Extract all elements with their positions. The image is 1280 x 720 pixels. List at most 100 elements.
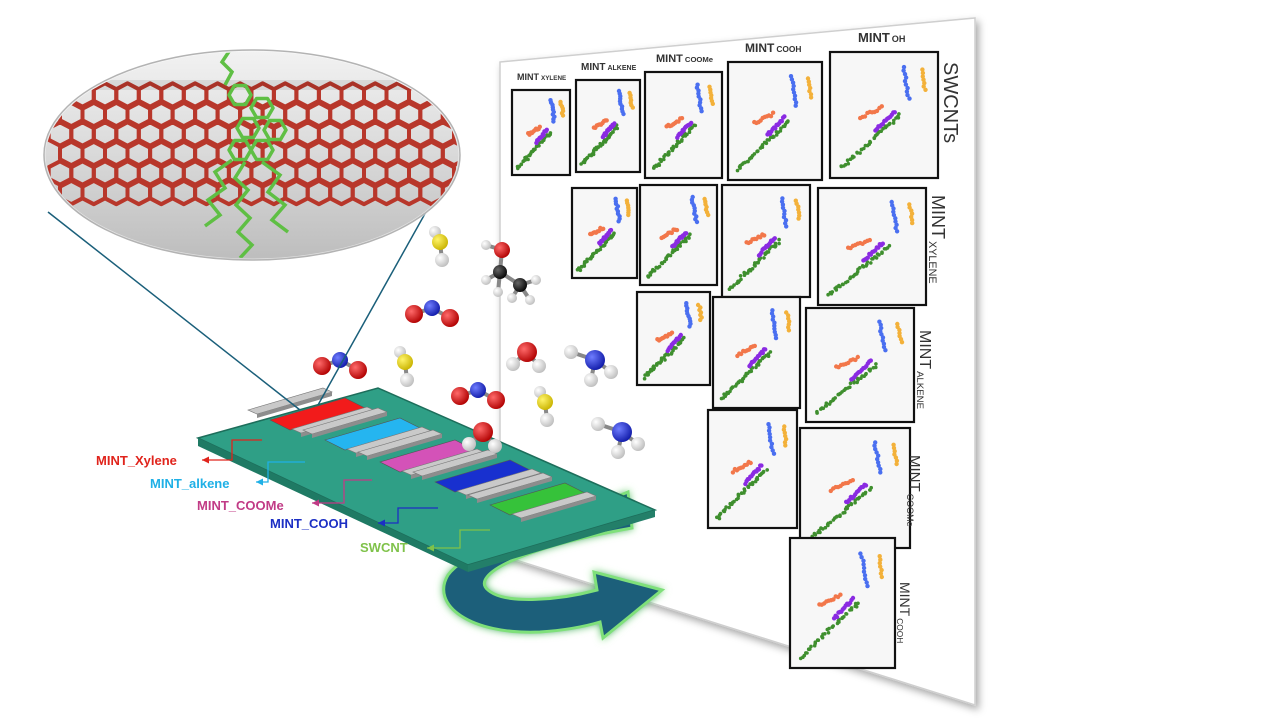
sensor-label: MINT_alkene bbox=[150, 476, 229, 491]
cluster-point-orange bbox=[770, 110, 776, 115]
cluster-point-purple bbox=[868, 358, 873, 363]
cluster-point-green bbox=[830, 290, 835, 294]
leader-arrowhead bbox=[256, 478, 263, 486]
cluster-point-green bbox=[887, 243, 892, 248]
cluster-point-blue bbox=[687, 324, 692, 329]
score-plot-cell bbox=[816, 186, 928, 307]
cluster-point-purple bbox=[756, 467, 762, 472]
cluster-point-green bbox=[768, 350, 773, 354]
cluster-point-blue bbox=[769, 444, 774, 450]
electrode-edge bbox=[367, 434, 442, 460]
cluster-point-orange bbox=[768, 114, 774, 119]
cluster-point-yellow bbox=[894, 461, 899, 467]
cluster-point-green bbox=[823, 525, 828, 530]
atom bbox=[604, 365, 618, 379]
cluster-point-purple bbox=[612, 121, 617, 126]
cluster-point-green bbox=[741, 377, 745, 381]
cluster-point-green bbox=[848, 385, 852, 390]
cluster-point-green bbox=[604, 240, 609, 244]
cluster-point-blue bbox=[893, 225, 898, 231]
cluster-point-green bbox=[746, 159, 750, 164]
cluster-point-green bbox=[843, 162, 848, 167]
cluster-point-blue bbox=[858, 551, 863, 556]
cluster-point-orange bbox=[853, 357, 858, 363]
cluster-point-green bbox=[756, 149, 760, 153]
water-molecule bbox=[462, 422, 502, 453]
cluster-point-green bbox=[724, 505, 728, 509]
sensor-label: MINT_COOH bbox=[270, 516, 348, 531]
cluster-point-blue bbox=[878, 470, 883, 475]
cluster-point-green bbox=[752, 152, 757, 156]
cluster-point-yellow bbox=[891, 442, 896, 447]
cluster-point-yellow bbox=[921, 77, 926, 82]
cluster-point-blue bbox=[872, 443, 877, 448]
atom bbox=[424, 300, 440, 316]
cluster-point-purple bbox=[880, 241, 885, 246]
cluster-point-purple bbox=[772, 236, 777, 241]
cluster-point-yellow bbox=[877, 554, 882, 559]
polymer-ring bbox=[235, 116, 261, 140]
polymer-wrapping bbox=[203, 52, 290, 258]
sensor-label: MINT_COOMe bbox=[197, 498, 284, 513]
cluster-point-green bbox=[753, 264, 757, 268]
cluster-point-yellow bbox=[921, 84, 926, 89]
cluster-point-yellow bbox=[808, 92, 814, 97]
cluster-point-blue bbox=[862, 573, 868, 578]
cluster-point-green bbox=[693, 123, 698, 128]
cluster-point-green bbox=[778, 129, 783, 133]
cluster-point-green bbox=[612, 231, 616, 235]
cluster-point-green bbox=[727, 505, 731, 510]
cluster-point-orange bbox=[862, 114, 868, 119]
cluster-point-green bbox=[577, 266, 581, 270]
cluster-point-blue bbox=[883, 348, 888, 353]
alkyl-chain bbox=[260, 160, 290, 234]
cluster-point-green bbox=[762, 256, 766, 260]
cluster-point-green bbox=[746, 484, 750, 489]
no2-molecule bbox=[451, 382, 505, 409]
ethanol-molecule bbox=[481, 240, 541, 305]
atom bbox=[507, 293, 517, 303]
cluster-point-purple bbox=[892, 110, 897, 115]
cluster-point-yellow bbox=[560, 113, 566, 118]
score-plot-cell bbox=[510, 88, 572, 177]
cluster-point-green bbox=[685, 132, 689, 137]
cluster-point-green bbox=[877, 253, 881, 257]
score-plot-cell bbox=[726, 60, 824, 182]
cluster-point-yellow bbox=[909, 217, 915, 223]
cluster-point-green bbox=[869, 261, 873, 265]
cluster-point-blue bbox=[767, 435, 773, 440]
cluster-point-green bbox=[767, 138, 771, 142]
atom bbox=[462, 437, 476, 451]
atom bbox=[313, 357, 331, 375]
cluster-point-green bbox=[842, 615, 846, 619]
cluster-point-green bbox=[659, 261, 664, 265]
atom bbox=[540, 413, 554, 427]
atom bbox=[473, 422, 493, 442]
cluster-point-yellow bbox=[782, 424, 787, 429]
atom bbox=[451, 387, 469, 405]
cluster-point-yellow bbox=[706, 212, 711, 218]
score-plot-cell bbox=[570, 186, 639, 280]
cluster-point-green bbox=[728, 389, 732, 394]
atom bbox=[405, 305, 423, 323]
cluster-point-green bbox=[533, 147, 537, 151]
sensor-array-board bbox=[195, 387, 658, 572]
cluster-point-green bbox=[771, 134, 776, 139]
leader-line bbox=[312, 479, 372, 504]
analyte-molecules bbox=[313, 226, 645, 459]
cluster-point-green bbox=[841, 282, 845, 287]
cluster-point-purple bbox=[544, 127, 549, 132]
cluster-point-green bbox=[868, 367, 873, 372]
cluster-point-green bbox=[758, 359, 763, 363]
atom bbox=[400, 373, 414, 387]
cluster-point-yellow bbox=[630, 105, 635, 110]
cluster-point-blue bbox=[551, 119, 556, 124]
cluster-point-green bbox=[773, 244, 778, 248]
cluster-point-green bbox=[598, 247, 603, 252]
cluster-point-yellow bbox=[796, 216, 801, 221]
atom bbox=[612, 422, 632, 442]
ammonia-molecule bbox=[591, 417, 645, 459]
cluster-point-yellow bbox=[920, 74, 925, 79]
